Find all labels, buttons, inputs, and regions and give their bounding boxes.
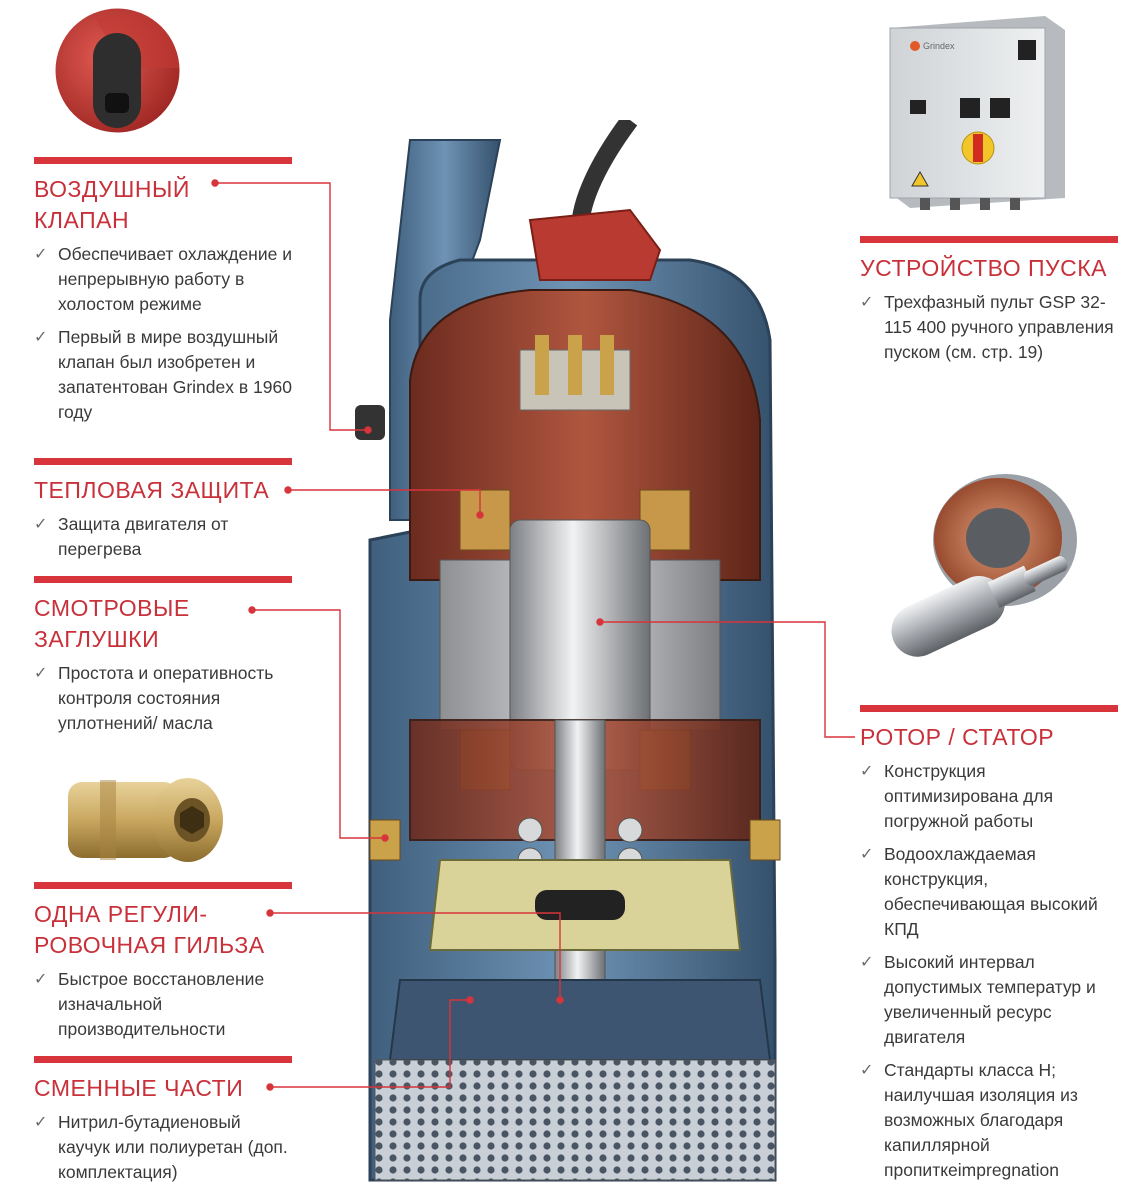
section-bar [860, 236, 1118, 243]
section-starter: УСТРОЙСТВО ПУСКА Трехфазный пульт GSP 32… [860, 236, 1118, 373]
section-bar [34, 576, 292, 583]
bullet-list: Конструкция оптимизирована для погружной… [860, 759, 1118, 1183]
section-title: УСТРОЙСТВО ПУСКА [860, 255, 1108, 281]
bullet-list: Нитрил-бутадиеновый каучук или полиурета… [34, 1110, 292, 1185]
section-title: ТЕПЛОВАЯ ЗАЩИТА [34, 477, 270, 503]
bullet-item: Быстрое восстановление изначальной произ… [34, 967, 292, 1042]
section-title: ВОЗДУШНЫЙ КЛАПАН [34, 176, 190, 233]
section-inspection-plugs: СМОТРОВЫЕ ЗАГЛУШКИ Простота и оперативно… [34, 576, 292, 744]
pump-cutaway-illustration [355, 120, 781, 1182]
bullet-item: Первый в мире воздушный клапан был изобр… [34, 325, 292, 425]
section-air-valve: ВОЗДУШНЫЙ КЛАПАН Обеспечивает охлаждение… [34, 157, 292, 433]
section-title: СМОТРОВЫЕ ЗАГЛУШКИ [34, 595, 190, 652]
bullet-list: Простота и оперативность контроля состоя… [34, 661, 292, 736]
section-thermal-protection: ТЕПЛОВАЯ ЗАЩИТА Защита двигателя от пере… [34, 458, 292, 570]
control-box-photo: Grindex [889, 16, 1065, 210]
bullet-item: Простота и оперативность контроля состоя… [34, 661, 292, 736]
bullet-item: Обеспечивает охлаждение и непрерывную ра… [34, 242, 292, 317]
section-title: РОТОР / СТАТОР [860, 724, 1055, 750]
air-valve-photo [55, 8, 180, 133]
section-bar [860, 705, 1118, 712]
rotor-stator-photo [891, 474, 1077, 657]
bullet-item: Нитрил-бутадиеновый каучук или полиурета… [34, 1110, 292, 1185]
section-adjustment-sleeve: ОДНА РЕГУЛИ- РОВОЧНАЯ ГИЛЬЗА Быстрое вос… [34, 882, 292, 1050]
inspection-plug-photo [68, 778, 223, 862]
bullet-list: Защита двигателя от перегрева [34, 512, 292, 562]
section-rotor-stator: РОТОР / СТАТОР Конструкция оптимизирован… [860, 705, 1118, 1191]
section-replaceable-parts: СМЕННЫЕ ЧАСТИ Нитрил-бутадиеновый каучук… [34, 1056, 292, 1193]
bullet-list: Быстрое восстановление изначальной произ… [34, 967, 292, 1042]
control-box-brand: Grindex [923, 41, 955, 51]
section-bar [34, 157, 292, 164]
bullet-item: Конструкция оптимизирована для погружной… [860, 759, 1118, 834]
section-title: ОДНА РЕГУЛИ- РОВОЧНАЯ ГИЛЬЗА [34, 901, 265, 958]
bullet-item: Водоохлаждаемая конструкция, обеспечиваю… [860, 842, 1118, 942]
section-title: СМЕННЫЕ ЧАСТИ [34, 1075, 244, 1101]
section-bar [34, 1056, 292, 1063]
bullet-item: Защита двигателя от перегрева [34, 512, 292, 562]
bullet-item: Высокий интервал допустимых температур и… [860, 950, 1118, 1050]
bullet-item: Стандарты класса H; наилучшая изоляция и… [860, 1058, 1118, 1183]
section-bar [34, 882, 292, 889]
bullet-item: Трехфазный пульт GSP 32-115 400 ручного … [860, 290, 1118, 365]
bullet-list: Трехфазный пульт GSP 32-115 400 ручного … [860, 290, 1118, 365]
section-bar [34, 458, 292, 465]
bullet-list: Обеспечивает охлаждение и непрерывную ра… [34, 242, 292, 425]
